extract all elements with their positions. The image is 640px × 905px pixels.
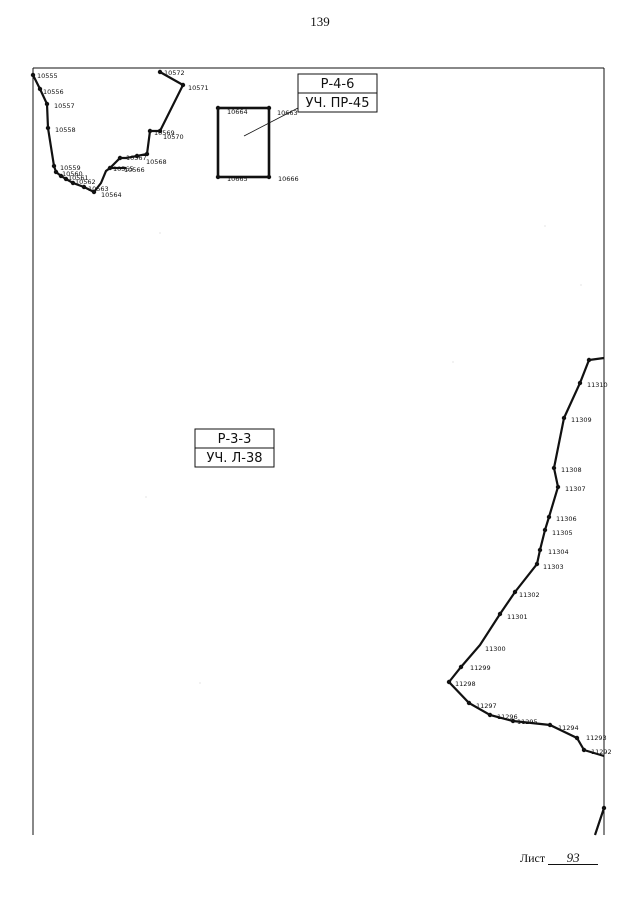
- point-label: 10565: [113, 165, 134, 173]
- point-label: 11292: [591, 748, 612, 756]
- point-label: 10560: [62, 170, 83, 178]
- point-label: 11293: [586, 734, 607, 742]
- point-label: 10568: [146, 158, 167, 166]
- point-label: 10558: [55, 126, 76, 134]
- point-label: 10566: [124, 166, 145, 174]
- point-label: 11307: [565, 485, 586, 493]
- point-label: 10665: [227, 175, 248, 183]
- zone-label-box: Р-3-3 УЧ. Л-38: [194, 428, 275, 468]
- point-label: 10564: [101, 191, 122, 199]
- boundary-line: [447, 356, 605, 758]
- leader-line: [243, 107, 299, 137]
- point-label: 10562: [75, 178, 96, 186]
- point-label: 10666: [278, 175, 299, 183]
- point-label: 11309: [571, 416, 592, 424]
- point-label: 10563: [88, 185, 109, 193]
- scan-specks: [145, 225, 582, 684]
- zone-code: Р-3-3: [218, 432, 252, 447]
- plot-code: УЧ. ПР-45: [306, 96, 370, 111]
- sheet-label: Лист: [520, 851, 546, 865]
- point-label: 10556: [43, 88, 64, 96]
- plot-rectangle: 10663 10664 10665 10666: [215, 105, 299, 183]
- point-label: 11306: [556, 515, 577, 523]
- zone-label-box: Р-4-6 УЧ. ПР-45: [297, 73, 378, 113]
- boundary-top-left: 10555 10556 10557 10558 10559 10560 1056…: [30, 69, 209, 199]
- plot-code: УЧ. Л-38: [206, 451, 262, 466]
- boundary-line: [32, 71, 185, 194]
- point-label: 11305: [552, 529, 573, 537]
- boundary-line-lower: [593, 807, 606, 836]
- point-label: 11303: [543, 563, 564, 571]
- point-label: 11300: [485, 645, 506, 653]
- point-label: 11302: [519, 591, 540, 599]
- boundary-vertices: [30, 69, 186, 195]
- sheet-footer: Лист 93: [520, 851, 599, 866]
- point-label: 10571: [188, 84, 209, 92]
- page-number: 139: [310, 14, 330, 29]
- plot-outline: [216, 106, 271, 179]
- point-label: 11304: [548, 548, 569, 556]
- point-label: 10664: [227, 108, 248, 116]
- plot-vertices: [215, 105, 272, 180]
- point-label: 10559: [60, 164, 81, 172]
- point-label: 10569: [154, 129, 175, 137]
- point-label: 10572: [164, 69, 185, 77]
- point-label: 10555: [37, 72, 58, 80]
- point-label: 10663: [277, 109, 298, 117]
- point-label: 11299: [470, 664, 491, 672]
- point-label: 11301: [507, 613, 528, 621]
- sheet-number: 93: [548, 851, 599, 865]
- point-label: 11308: [561, 466, 582, 474]
- map-frame: [32, 67, 605, 835]
- boundary-right: 11310 11309 11308 11307 11306 11305 1130…: [446, 356, 612, 836]
- point-label: 11295: [517, 718, 538, 726]
- point-label: 10567: [126, 154, 147, 162]
- point-label: 11297: [476, 702, 497, 710]
- point-label: 10561: [68, 174, 89, 182]
- point-label: 11294: [558, 724, 579, 732]
- point-label: 11298: [455, 680, 476, 688]
- point-label: 10570: [163, 133, 184, 141]
- point-label: 11310: [587, 381, 608, 389]
- zone-code: Р-4-6: [321, 77, 355, 92]
- boundary-vertices: [446, 357, 607, 811]
- point-label: 10557: [54, 102, 75, 110]
- point-label: 11296: [497, 713, 518, 721]
